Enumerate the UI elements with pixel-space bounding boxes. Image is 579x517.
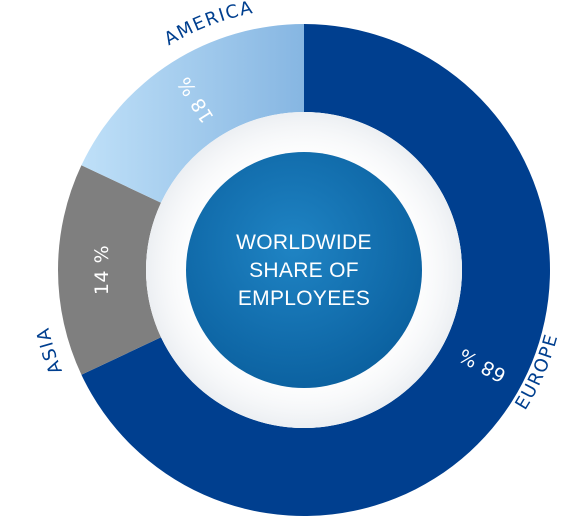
category-label-asia: ASIA	[32, 325, 66, 377]
donut-slices	[58, 24, 551, 517]
center-title-line-3: EMPLOYEES	[238, 287, 370, 310]
value-label-asia: 14 %	[91, 245, 113, 295]
center-disc	[186, 152, 422, 388]
slice-europe	[81, 24, 551, 517]
slice-america	[81, 24, 305, 203]
center-title-line-2: SHARE OF	[249, 259, 359, 282]
slice-asia	[58, 165, 162, 375]
center-title-line-1: WORLDWIDE	[236, 231, 372, 254]
